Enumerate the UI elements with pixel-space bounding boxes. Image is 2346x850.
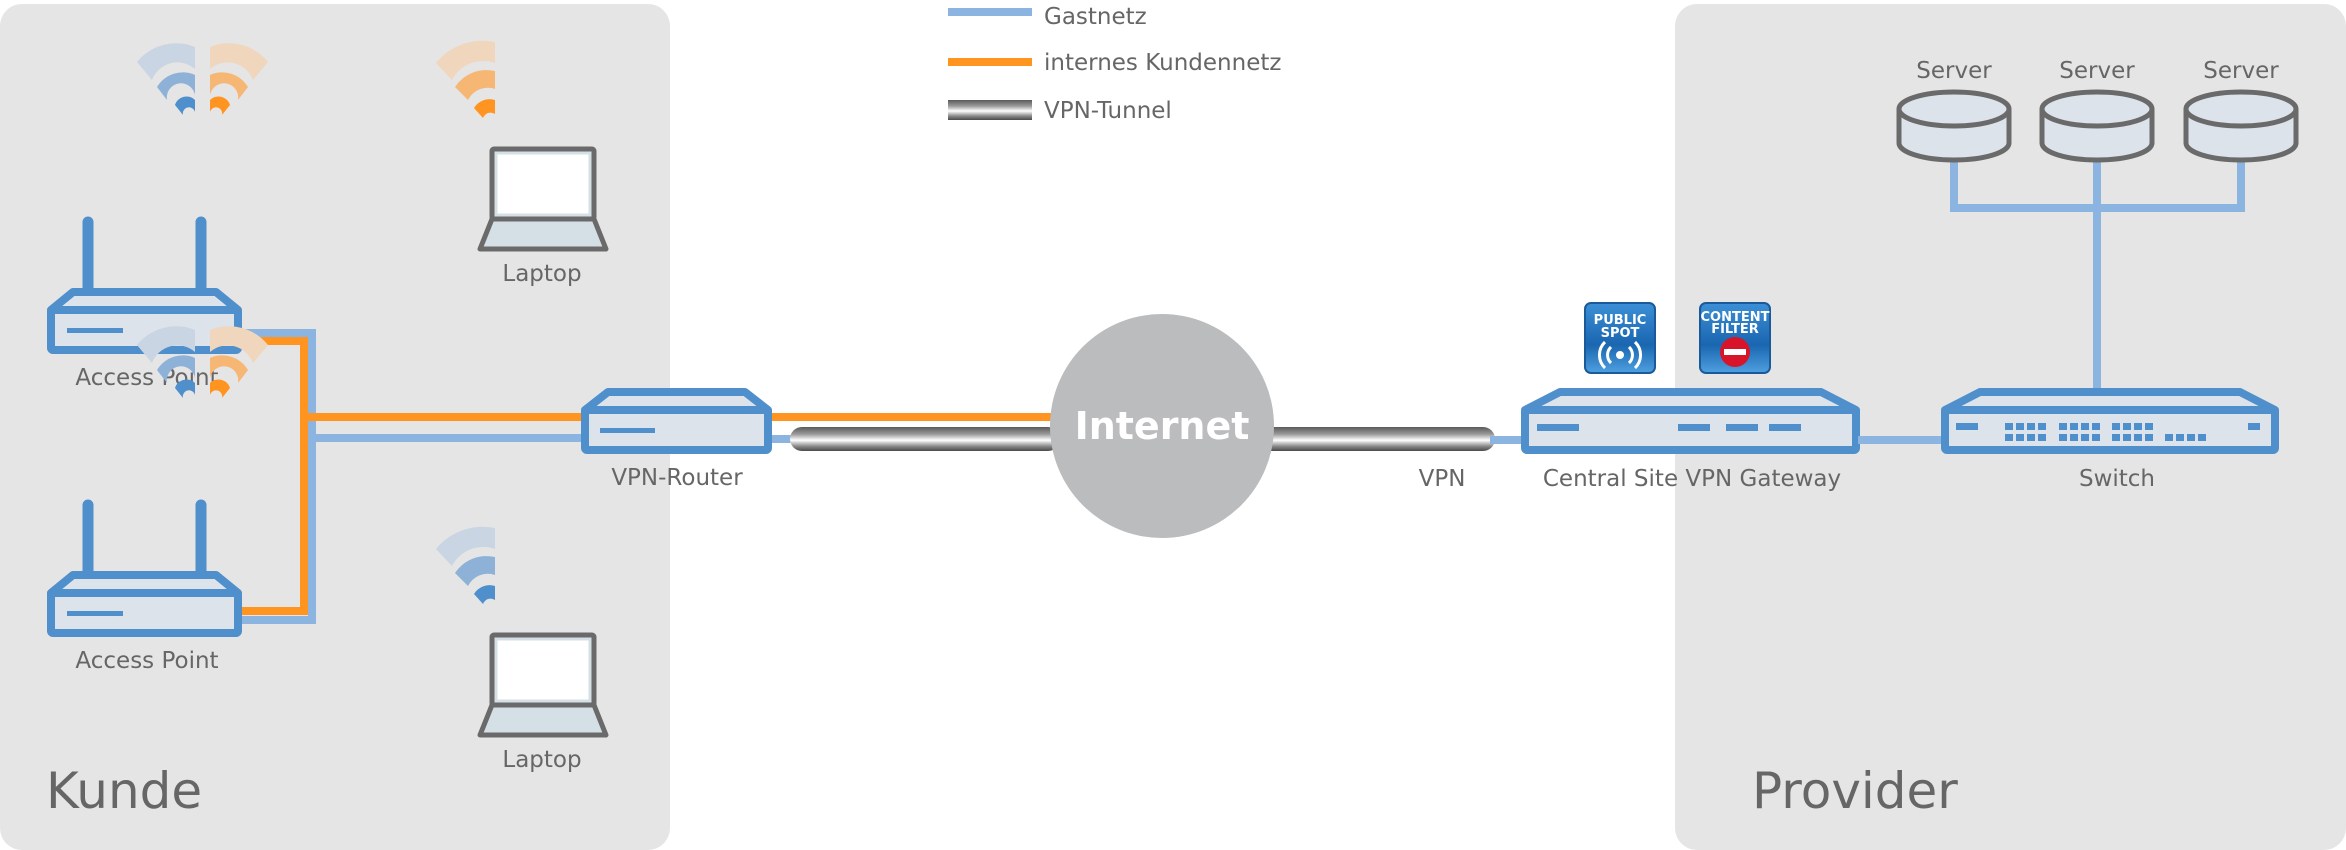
- server-2-label: Server: [2059, 58, 2135, 84]
- switch-port: [2027, 434, 2035, 441]
- switch-port: [2005, 423, 2013, 430]
- switch-port: [2016, 423, 2024, 430]
- switch-port: [2070, 423, 2078, 430]
- gateway-label: Central Site VPN Gateway: [1543, 466, 1841, 492]
- public-spot-line2: SPOT: [1601, 326, 1640, 341]
- switch-port: [2038, 423, 2046, 430]
- public-spot-line1: PUBLIC: [1594, 313, 1647, 328]
- server-1[interactable]: Server: [1896, 58, 2012, 163]
- switch-port: [2112, 423, 2120, 430]
- vpn-tunnel-right[interactable]: [1250, 427, 1495, 451]
- server-links: [1950, 160, 2245, 395]
- switch-port: [2123, 423, 2131, 430]
- switch-port: [2059, 423, 2067, 430]
- laptop-2-label: Laptop: [502, 747, 581, 773]
- switch-port: [2134, 423, 2142, 430]
- no-entry-icon: [1720, 337, 1750, 367]
- access-point-1-label: Access Point: [75, 365, 218, 391]
- content-filter-line1: CONTENT: [1701, 310, 1770, 325]
- legend-label-guest: Gastnetz: [1044, 4, 1147, 30]
- switch-port: [2165, 434, 2173, 441]
- vpn-label: VPN: [1419, 466, 1466, 492]
- legend-swatch-internal: [948, 58, 1032, 66]
- public-spot-badge[interactable]: PUBLIC SPOT: [1584, 302, 1656, 374]
- switch-port: [2123, 434, 2131, 441]
- server-1-label: Server: [1916, 58, 1992, 84]
- switch[interactable]: Switch: [1941, 388, 2279, 492]
- wifi-signal-icon: [436, 40, 495, 118]
- switch-port: [2027, 423, 2035, 430]
- provider-zone-label: Provider: [1752, 762, 1958, 820]
- legend-label-internal: internes Kundennetz: [1044, 50, 1281, 76]
- vpn-router-label: VPN-Router: [611, 465, 743, 491]
- server-3-label: Server: [2203, 58, 2279, 84]
- switch-port: [2198, 434, 2206, 441]
- switch-port: [2145, 423, 2153, 430]
- switch-port: [2134, 434, 2142, 441]
- customer-wiring: [238, 329, 590, 624]
- internet-label: Internet: [1075, 404, 1250, 448]
- legend-label-tunnel: VPN-Tunnel: [1044, 98, 1172, 124]
- legend: Gastnetz internes Kundennetz VPN-Tunnel: [948, 4, 1281, 124]
- switch-port: [2092, 434, 2100, 441]
- customer-zone-label: Kunde: [46, 762, 202, 820]
- content-filter-badge[interactable]: CONTENT FILTER: [1699, 302, 1771, 374]
- switch-port: [2187, 434, 2195, 441]
- switch-port: [2092, 423, 2100, 430]
- content-filter-line2: FILTER: [1711, 322, 1759, 337]
- switch-port: [2016, 434, 2024, 441]
- laptop-2[interactable]: Laptop: [436, 526, 609, 773]
- server-3[interactable]: Server: [2183, 58, 2299, 163]
- switch-port: [2059, 434, 2067, 441]
- legend-swatch-tunnel: [948, 100, 1032, 120]
- access-point-2-label: Access Point: [75, 648, 218, 674]
- wifi-signal-icon: [137, 326, 268, 398]
- vpn-tunnel-left[interactable]: [790, 427, 1060, 451]
- switch-label: Switch: [2079, 466, 2155, 492]
- central-site-vpn-gateway[interactable]: Central Site VPN Gateway: [1521, 388, 1860, 492]
- switch-port: [2038, 434, 2046, 441]
- broadcast-icon: [1598, 340, 1642, 370]
- switch-port: [2112, 434, 2120, 441]
- switch-port: [2176, 434, 2184, 441]
- laptop-1[interactable]: Laptop: [436, 40, 609, 287]
- switch-port: [2145, 434, 2153, 441]
- switch-port: [2005, 434, 2013, 441]
- laptop-1-label: Laptop: [502, 261, 581, 287]
- internet: Internet: [1050, 314, 1274, 538]
- wifi-signal-icon: [137, 43, 268, 115]
- switch-port: [2070, 434, 2078, 441]
- wifi-signal-icon: [436, 526, 495, 604]
- server-2[interactable]: Server: [2039, 58, 2155, 163]
- legend-swatch-guest: [948, 8, 1032, 16]
- access-point-2[interactable]: Access Point: [47, 326, 268, 674]
- switch-port: [2081, 423, 2089, 430]
- switch-port: [2081, 434, 2089, 441]
- vpn-router[interactable]: VPN-Router: [581, 388, 772, 491]
